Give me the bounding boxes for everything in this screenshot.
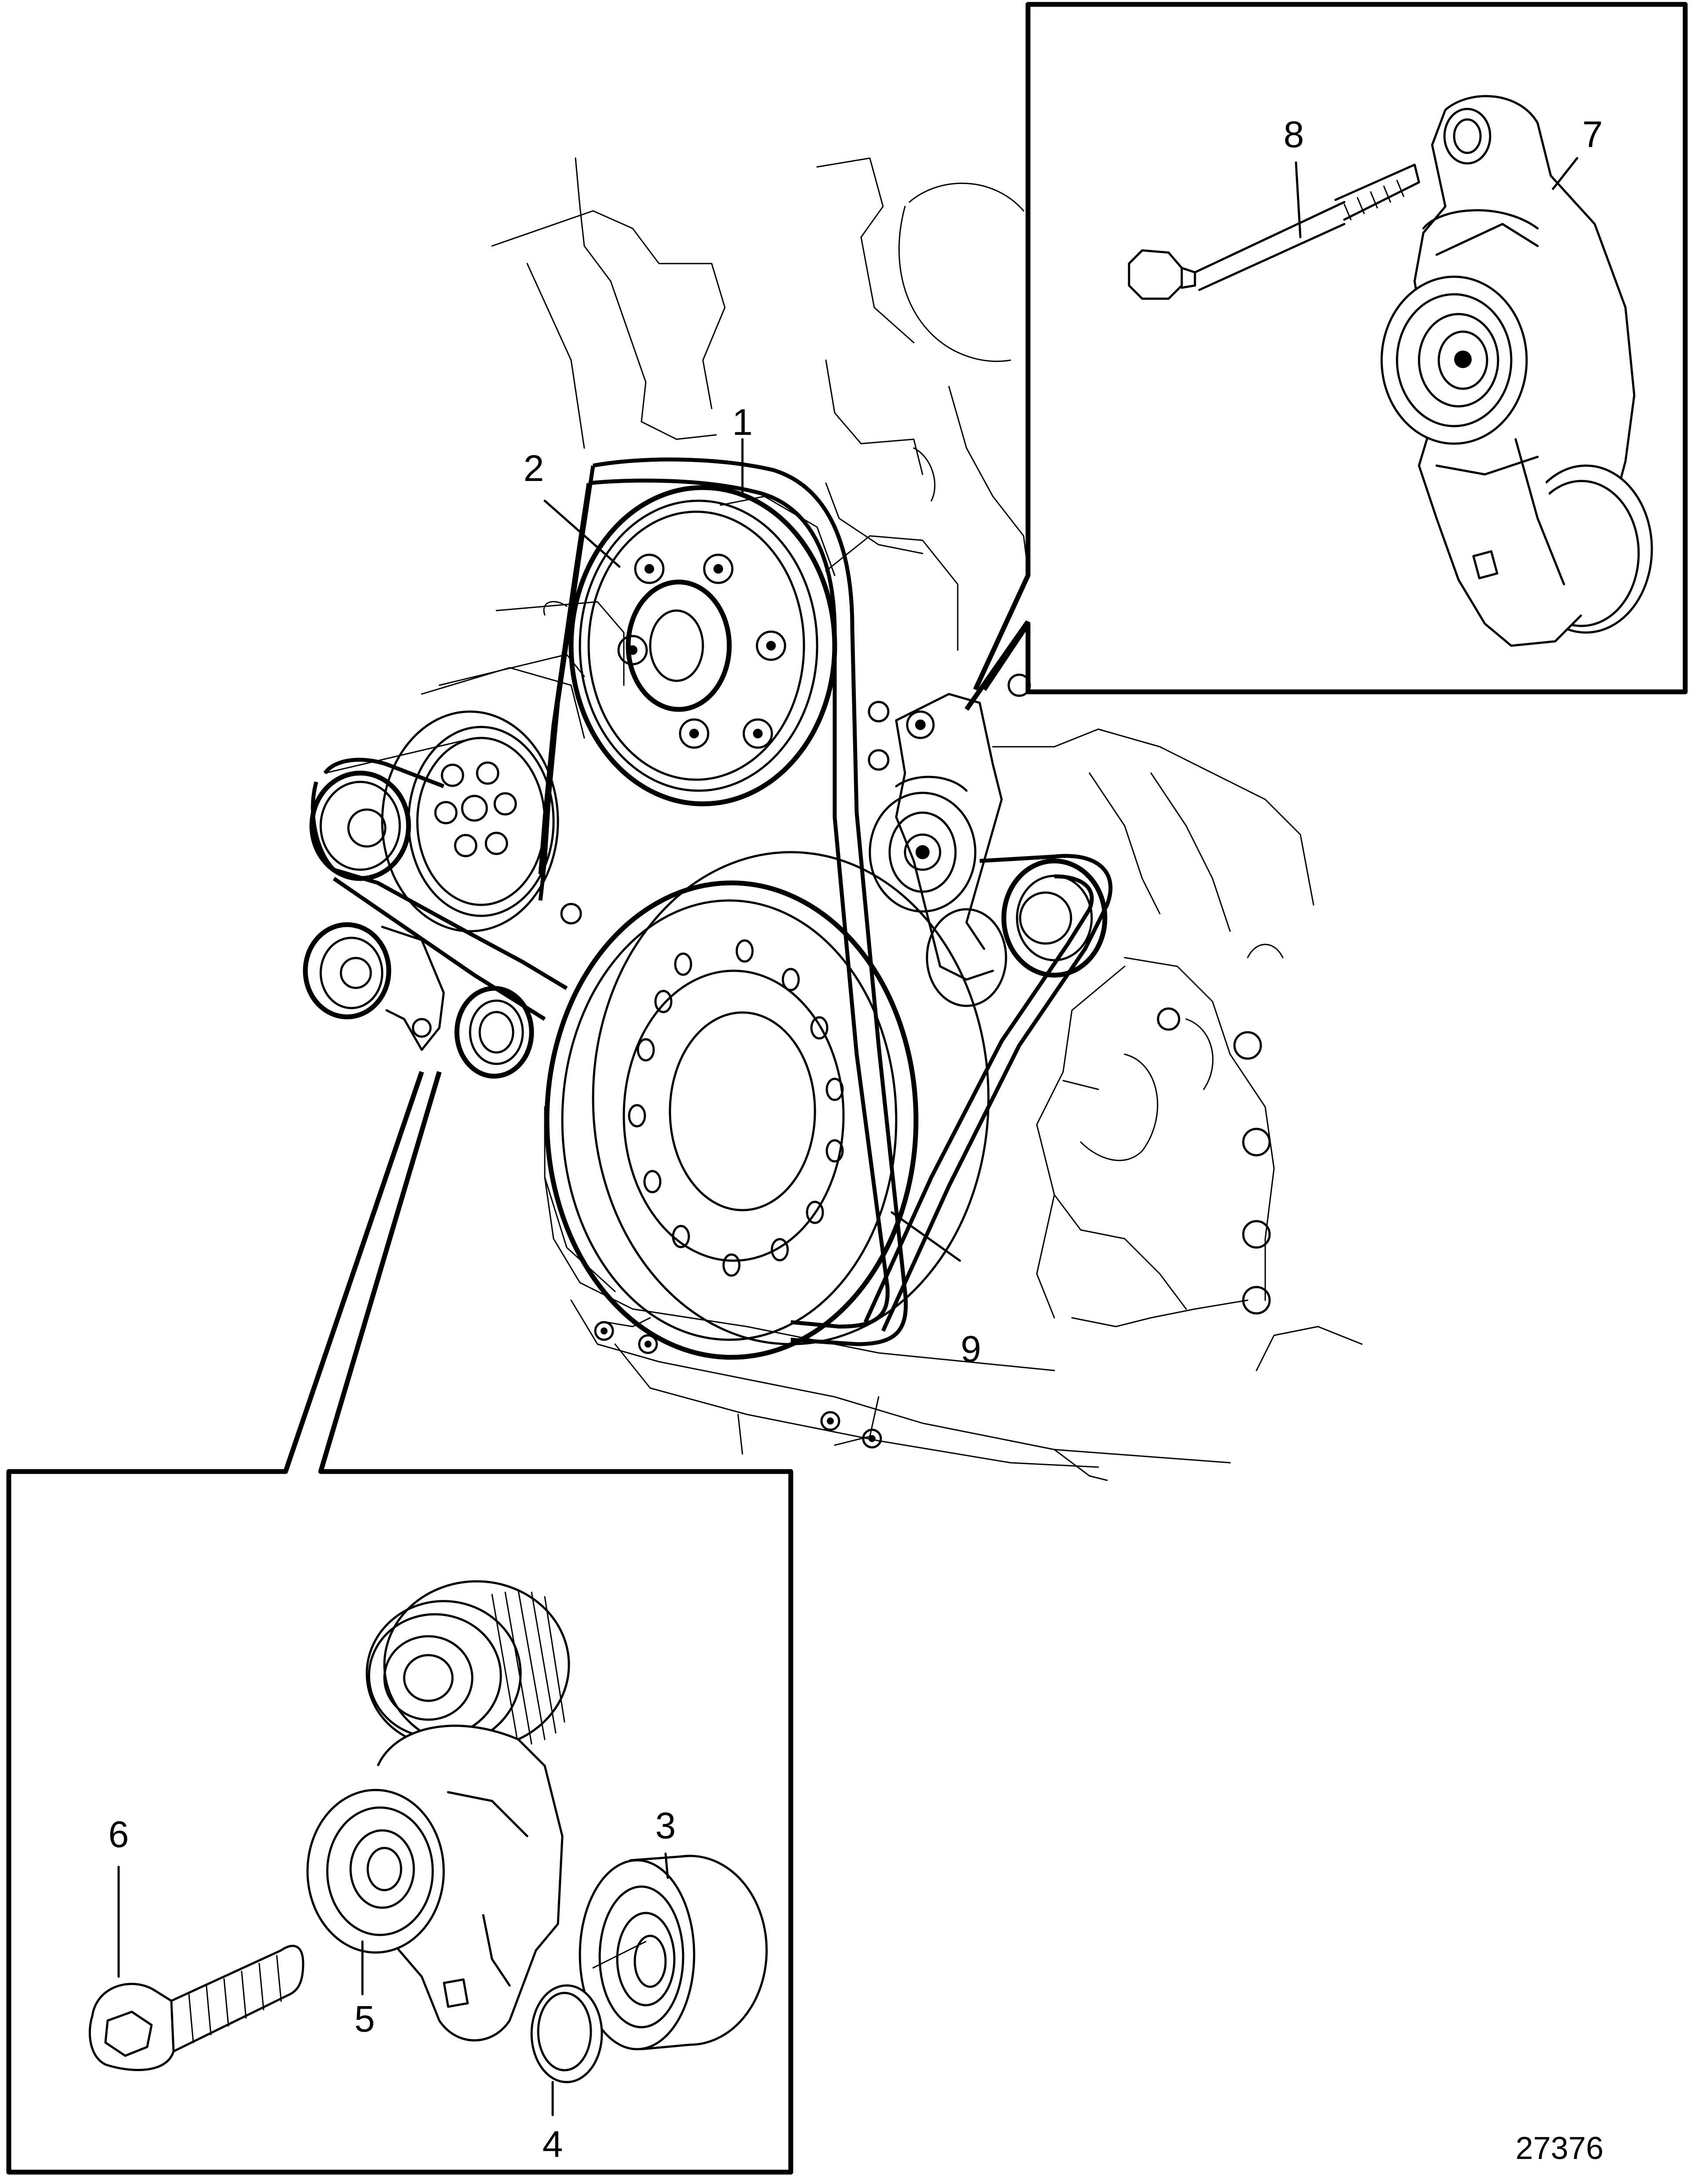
callout-5: 5 <box>355 1998 375 2039</box>
callout-6: 6 <box>109 1814 129 1855</box>
upper-pulley-2 <box>568 485 837 806</box>
crankshaft-damper <box>544 851 990 1360</box>
cap-4 <box>530 1984 603 2083</box>
bolt-6 <box>88 1945 304 2071</box>
callout-2: 2 <box>524 448 544 489</box>
callout-7: 7 <box>1582 114 1603 155</box>
detail-box-tensioner-bolt: 8 7 <box>964 2 1688 711</box>
drive-belt-9 <box>311 457 1113 1346</box>
leader-3 <box>664 1852 669 1879</box>
alternator <box>381 667 585 933</box>
callout-1: 1 <box>732 401 753 443</box>
lower-left-tensioner <box>303 922 445 1051</box>
small-idler-pulley <box>454 986 534 1079</box>
callout-9: 9 <box>961 1328 981 1370</box>
tensioner-5 <box>306 1725 564 2042</box>
figure-number: 27376 <box>1516 2131 1604 2166</box>
main-callout-leaders <box>543 438 961 1262</box>
callout-3: 3 <box>655 1805 676 1846</box>
main-tensioner <box>869 693 1007 1007</box>
detail-box-tensioner-assembly: 5 6 3 <box>6 1071 793 2175</box>
ribbed-pulley <box>366 1580 570 1750</box>
leader-8 <box>1295 161 1302 239</box>
tensioner-7 <box>1380 95 1653 647</box>
bolt-8 <box>1128 163 1420 300</box>
callout-4: 4 <box>543 2123 563 2165</box>
callout-8: 8 <box>1284 114 1304 155</box>
leader-7 <box>1552 157 1578 190</box>
pulley-bolts <box>617 553 786 749</box>
damper-holes <box>628 939 844 1277</box>
pulley-3 <box>579 1855 768 2050</box>
